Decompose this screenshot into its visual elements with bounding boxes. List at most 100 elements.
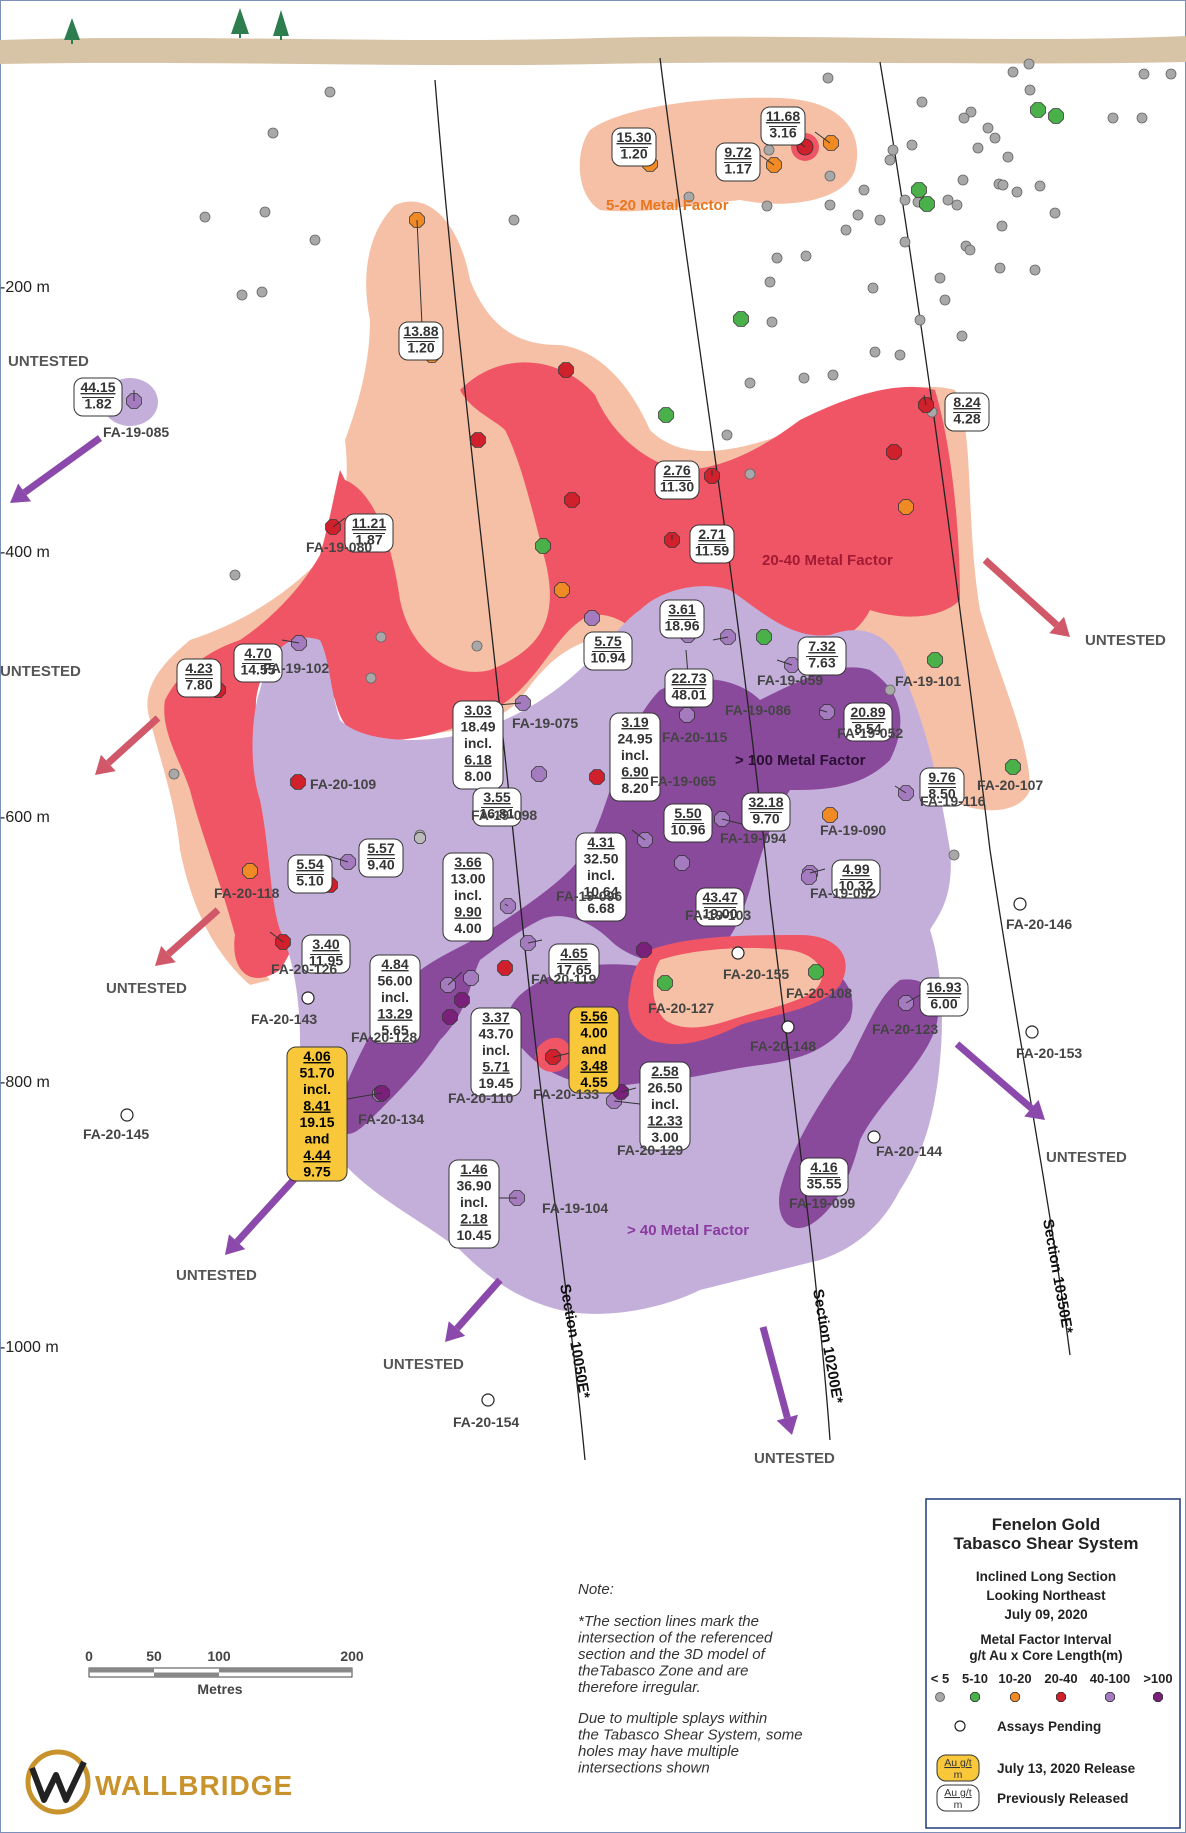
legend-badge-top: Au g/t — [944, 1757, 972, 1769]
legend-swatch — [935, 1692, 945, 1702]
intercept-value: 10.32 — [838, 878, 873, 894]
assay-lt5-marker — [256, 286, 268, 298]
assay-lt5-marker — [942, 194, 954, 206]
untested-direction-arrow — [155, 907, 221, 966]
untested-label: UNTESTED — [383, 1356, 464, 1373]
zone-label-20-40: 20-40 Metal Factor — [762, 552, 893, 569]
depth-label: -800 m — [0, 1074, 50, 1091]
untested-direction-arrow — [225, 1172, 301, 1255]
intercept-value: 36.90 — [456, 1178, 491, 1194]
intercept-value: 10.96 — [670, 822, 705, 838]
assay-lt5-marker — [958, 112, 970, 124]
hole-label: FA-20-127 — [648, 1000, 714, 1016]
intercept-value: 6.90 — [621, 764, 648, 780]
intercept-value: 3.55 — [483, 789, 510, 805]
intercept-box: 8.244.28 — [944, 392, 990, 432]
hole-label: FA-19-101 — [895, 673, 961, 689]
assay-5-10-marker — [919, 196, 935, 212]
intercept-value: 6.18 — [464, 752, 491, 768]
legend-title: Fenelon Gold — [992, 1515, 1101, 1534]
hole-label: FA-20-119 — [531, 971, 597, 987]
intercept-value: 10.45 — [456, 1227, 491, 1243]
intercept-box: 11.683.16 — [760, 106, 806, 146]
assay-5-10-marker — [911, 182, 927, 198]
zone-label-gt40: > 40 Metal Factor — [627, 1222, 749, 1239]
untested-direction-arrow — [759, 1326, 798, 1435]
leader-line — [324, 854, 349, 863]
intercept-value: 2.18 — [460, 1211, 487, 1227]
legend-badge — [936, 1754, 980, 1782]
section-label: Section 10350E* — [1039, 1218, 1076, 1335]
intercept-value: and — [305, 1131, 330, 1147]
zone-orange-lower — [653, 948, 822, 1028]
intercept-value: incl. — [587, 867, 615, 883]
legend-swatch — [1010, 1692, 1020, 1702]
intercept-value: 2.58 — [651, 1063, 678, 1079]
assay-lt5-marker — [827, 369, 839, 381]
hole-label: FA-20-145 — [83, 1126, 149, 1142]
intercept-value: 6.68 — [587, 900, 614, 916]
note-line: Due to multiple splays within — [578, 1710, 767, 1727]
hole-label: FA-20-144 — [876, 1143, 942, 1159]
intercept-value: 1.20 — [407, 340, 434, 356]
hole-label: FA-19-104 — [542, 1200, 608, 1216]
assay-lt5-marker — [964, 244, 976, 256]
intercept-value: 2.76 — [663, 462, 690, 478]
intercept-value: 10.64 — [583, 884, 618, 900]
untested-label: UNTESTED — [0, 663, 81, 680]
intercept-value: 44.15 — [80, 379, 115, 395]
leader-line — [613, 1100, 641, 1105]
legend-badge-top: Au g/t — [944, 1787, 972, 1799]
hole-label: FA-20-155 — [723, 966, 789, 982]
assay-pending-marker — [1013, 897, 1027, 911]
intercept-value: 5.50 — [674, 805, 701, 821]
assay-lt5-marker — [884, 154, 896, 166]
assay-40-100-marker — [515, 695, 531, 711]
hole-label: FA-20-108 — [786, 985, 852, 1001]
intercept-box: 11.211.87 — [344, 513, 394, 553]
assay-lt5-marker — [365, 672, 377, 684]
legend-subtitle: Tabasco Shear System — [954, 1534, 1139, 1553]
intercept-value: incl. — [482, 1042, 510, 1058]
assay-lt5-marker — [884, 684, 896, 696]
assay-5-10-marker — [808, 964, 824, 980]
assay-lt5-marker — [236, 289, 248, 301]
intercept-value: 19.15 — [299, 1114, 334, 1130]
assay-lt5-marker — [824, 199, 836, 211]
section-lines — [434, 57, 1071, 1461]
hole-label: FA-20-126 — [271, 961, 337, 977]
hole-label: FA-20-133 — [533, 1086, 599, 1102]
legend-metal-factor: Metal Factor Interval — [980, 1632, 1111, 1647]
scale-tick-label: 0 — [85, 1648, 93, 1664]
leader-line — [905, 994, 921, 1004]
assay-lt5-marker — [267, 127, 279, 139]
intercept-value: 8.20 — [621, 780, 648, 796]
assay-gt100-marker — [636, 942, 652, 958]
intercept-value: 5.10 — [296, 873, 323, 889]
assay-5-10-marker — [657, 975, 673, 991]
assay-pending-marker — [867, 1130, 881, 1144]
hole-label: FA-20-107 — [977, 777, 1043, 793]
assay-lt5-marker — [1011, 186, 1023, 198]
hole-label: FA-19-090 — [820, 822, 886, 838]
intercept-value: 8.41 — [303, 1098, 330, 1114]
hole-label: FA-19-065 — [650, 773, 716, 789]
wallbridge-logo: WALLBRIDGE — [25, 1749, 292, 1815]
assay-lt5-marker — [764, 276, 776, 288]
intercept-value: 11.30 — [660, 479, 694, 495]
assay-lt5-marker — [375, 631, 387, 643]
assay-40-100-marker — [674, 855, 690, 871]
leader-line — [416, 219, 423, 326]
assay-40-100-marker — [531, 766, 547, 782]
leader-line — [923, 394, 927, 406]
assay-5-10-marker — [535, 538, 551, 554]
hole-label: FA-20-115 — [662, 729, 728, 745]
hole-label: FA-19-103 — [685, 907, 751, 923]
intercept-value: 8.24 — [953, 394, 980, 410]
assay-lt5-marker — [1138, 68, 1150, 80]
